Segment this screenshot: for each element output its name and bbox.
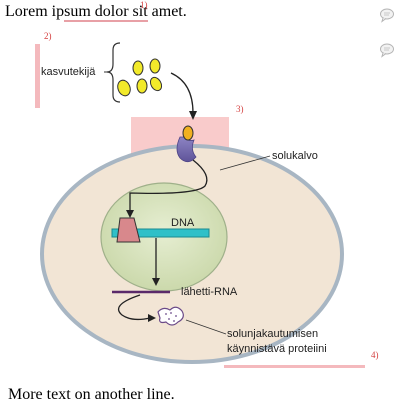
label-protein-line2: käynnistävä proteiini bbox=[227, 343, 327, 355]
comment-marker-4[interactable]: 4) bbox=[371, 350, 379, 360]
dna-strand bbox=[111, 228, 210, 238]
label-mrna: lähetti-RNA bbox=[181, 286, 238, 298]
growth-factor-molecules bbox=[117, 58, 163, 97]
label-growth-factor: kasvutekijä bbox=[41, 66, 96, 78]
line1-post: amet. bbox=[147, 3, 187, 20]
document-line-2[interactable]: More text on another line. bbox=[8, 386, 175, 403]
bound-growth-factor bbox=[182, 125, 194, 141]
annotation-underline-protein[interactable] bbox=[224, 365, 365, 368]
comment-marker-3[interactable]: 3) bbox=[236, 104, 244, 114]
comment-marker-2[interactable]: 2) bbox=[44, 31, 52, 41]
line1-highlight[interactable]: sum dolor sit bbox=[64, 3, 148, 22]
line1-pre: Lorem ip bbox=[5, 3, 65, 20]
signal-arrow bbox=[129, 159, 208, 212]
protein bbox=[157, 306, 184, 326]
arrow-to-receptor bbox=[170, 72, 194, 114]
annotation-bar-left[interactable] bbox=[35, 44, 40, 108]
receptor bbox=[176, 136, 197, 163]
transcription-factor bbox=[116, 217, 141, 243]
document-line-1[interactable]: Lorem ipsum dolor sit amet. bbox=[5, 3, 187, 22]
comment-icon[interactable] bbox=[379, 42, 395, 58]
label-cell-membrane: solukalvo bbox=[272, 150, 318, 162]
comment-marker-1[interactable]: 1) bbox=[140, 0, 148, 10]
comment-icon[interactable] bbox=[379, 7, 395, 23]
label-dna: DNA bbox=[171, 217, 195, 229]
label-protein-line1: solunjakautumisen bbox=[227, 328, 319, 340]
